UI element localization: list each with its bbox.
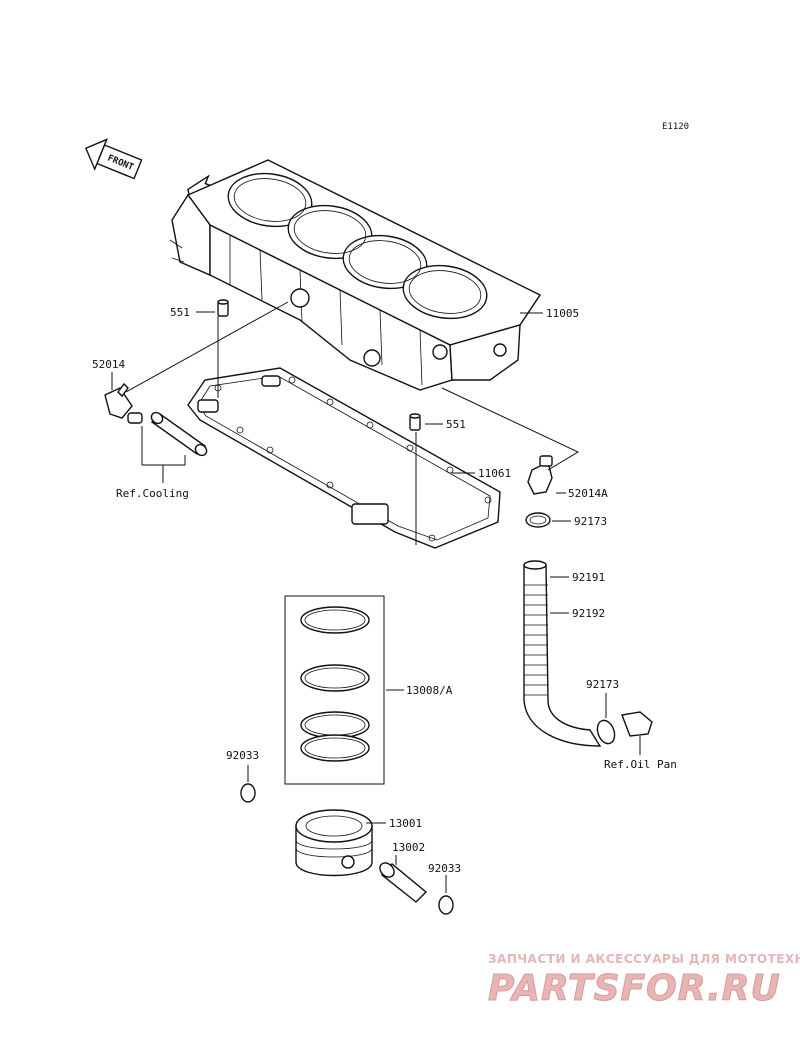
watermark-tagline: ЗАПЧАСТИ И АКСЕССУАРЫ ДЛЯ МОТОТЕХНИКИ <box>488 952 800 966</box>
ref-oil-pan-label: Ref.Oil Pan <box>604 758 677 771</box>
label-92191: 92191 <box>572 571 605 584</box>
label-92173-bottom: 92173 <box>586 678 619 691</box>
label-52014a: 52014A <box>568 487 608 500</box>
piston <box>295 809 373 877</box>
diagram-code: E1120 <box>662 122 689 132</box>
label-13002: 13002 <box>392 841 425 854</box>
hose-clamp-lower <box>596 719 616 745</box>
label-92033-left: 92033 <box>226 749 259 762</box>
leader-lines <box>111 301 641 893</box>
watermark: ЗАПЧАСТИ И АКСЕССУАРЫ ДЛЯ МОТОТЕХНИКИ PA… <box>488 952 800 1010</box>
dowel-pin-lower <box>409 413 421 431</box>
fitting-52014a <box>527 455 553 495</box>
piston-pin <box>379 862 428 903</box>
circlip-right <box>438 895 454 915</box>
label-92192: 92192 <box>572 607 605 620</box>
cylinder-head-gasket <box>187 367 501 549</box>
dowel-pin-upper <box>217 299 229 317</box>
cooling-hose <box>150 411 208 457</box>
piston-rings-set <box>284 595 385 785</box>
label-13001: 13001 <box>389 817 422 830</box>
breather-hose <box>523 560 602 747</box>
cylinder-block <box>169 159 542 391</box>
ref-cooling-label: Ref.Cooling <box>116 487 189 500</box>
label-13008a: 13008/A <box>406 684 453 697</box>
label-92173-top: 92173 <box>574 515 607 528</box>
label-52014: 52014 <box>92 358 125 371</box>
oil-pan-fitting <box>621 711 653 737</box>
fitting-52014 <box>104 382 143 424</box>
label-92033-right: 92033 <box>428 862 461 875</box>
label-11061: 11061 <box>478 467 511 480</box>
circlip-left <box>240 783 256 803</box>
label-551-top: 551 <box>170 306 190 319</box>
watermark-logo: PARTSFOR.RU <box>488 968 781 1009</box>
label-11005: 11005 <box>546 307 579 320</box>
hose-clamp-upper <box>525 512 551 528</box>
label-551-mid: 551 <box>446 418 466 431</box>
